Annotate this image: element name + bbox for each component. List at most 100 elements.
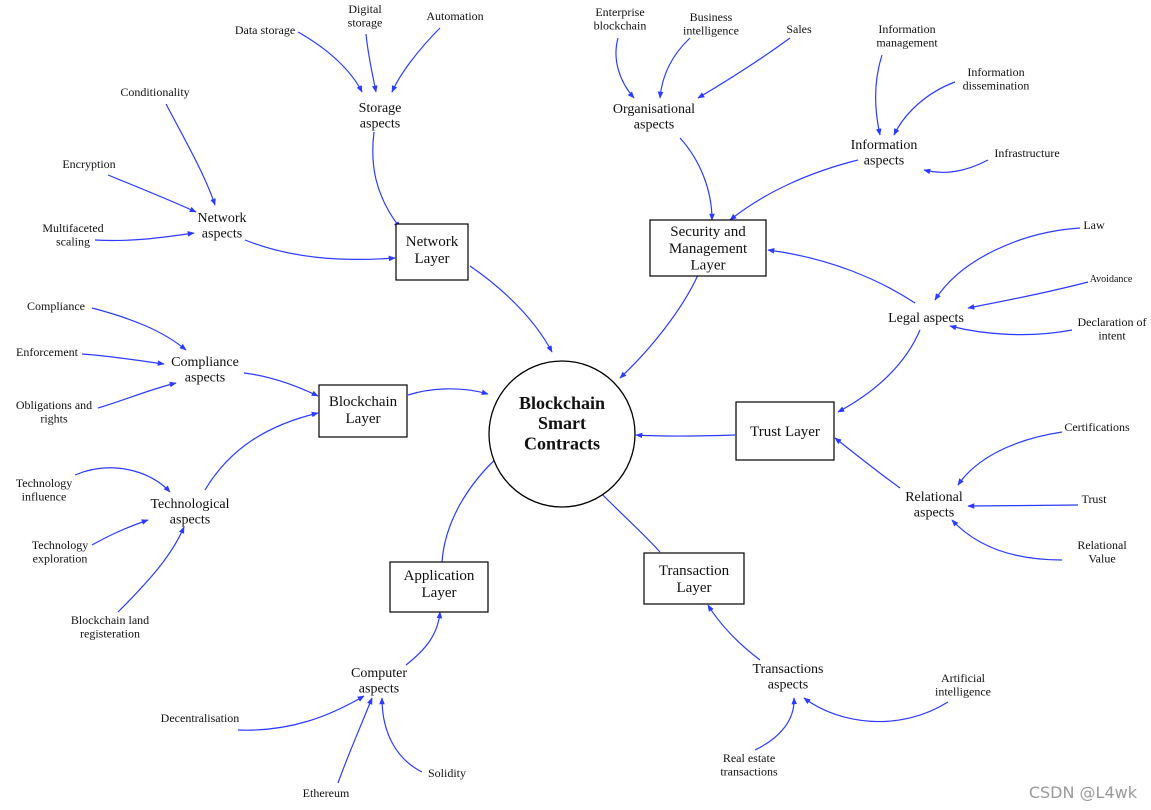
edge-avoidance xyxy=(967,281,1089,310)
edge-tech-influence xyxy=(74,467,171,493)
edge-network-layer-to-center xyxy=(469,265,553,353)
edge-transactions-to-layer xyxy=(707,604,761,661)
layer-trust-box xyxy=(735,401,835,461)
layer-network-box xyxy=(395,223,469,281)
edge-trust-leaf xyxy=(967,503,1079,509)
layer-security-box xyxy=(649,219,767,277)
edge-legal-to-trust xyxy=(837,329,921,413)
leaf-decentralisation: Decentralisation xyxy=(161,711,240,725)
edge-land xyxy=(117,526,185,613)
edge-conditionality xyxy=(165,103,216,206)
edge-bi xyxy=(657,37,691,99)
leaf-solidity: Solidity xyxy=(428,766,466,780)
leaf-automation: Automation xyxy=(426,9,483,23)
edge-relational-value xyxy=(951,519,1063,561)
edge-law xyxy=(934,227,1081,301)
edge-compliance-leaf xyxy=(91,307,187,351)
edge-infrastructure xyxy=(923,159,989,175)
leaf-trust: Trust xyxy=(1082,492,1108,506)
edge-declaration xyxy=(949,324,1073,336)
edge-application-to-center xyxy=(441,454,501,563)
edge-sales xyxy=(697,37,791,99)
edge-security-to-center xyxy=(619,274,699,379)
leaf-ethereum: Ethereum xyxy=(303,786,350,800)
edge-multifaceted xyxy=(94,231,195,242)
edge-automation xyxy=(391,27,441,93)
leaf-conditionality: Conditionality xyxy=(120,85,189,99)
edge-encryption xyxy=(107,174,197,213)
edge-decentralisation xyxy=(237,695,365,731)
edge-information-to-security xyxy=(729,159,859,221)
aspect-legal: Legal aspects xyxy=(888,311,964,326)
watermark: CSDN @L4wk xyxy=(1028,783,1137,802)
edge-blockchain-to-center xyxy=(407,388,489,396)
edge-network-aspects-to-layer xyxy=(244,239,396,262)
layer-application-box xyxy=(389,561,489,613)
edge-solidity xyxy=(379,697,423,773)
edge-relational-to-trust xyxy=(834,437,901,489)
leaf-enforcement: Enforcement xyxy=(16,345,79,359)
edge-ai xyxy=(803,697,949,723)
edge-tech-exploration xyxy=(91,519,149,546)
leaf-avoidance: Avoidance xyxy=(1090,274,1133,285)
edge-real-estate xyxy=(754,697,798,751)
edge-legal-to-security xyxy=(767,248,916,304)
edge-certifications xyxy=(957,431,1063,486)
edge-compliance-to-blockchain xyxy=(243,372,319,397)
edge-organisational-to-security xyxy=(679,137,715,221)
edge-transaction-to-center xyxy=(595,487,661,553)
edge-ethereum xyxy=(337,697,373,784)
leaf-certifications: Certifications xyxy=(1064,420,1130,434)
edge-enforcement xyxy=(81,353,165,366)
edge-info-diss xyxy=(893,81,956,136)
edge-computer-to-application xyxy=(405,611,443,666)
edge-digital-storage xyxy=(365,33,378,93)
edge-data-storage xyxy=(297,31,363,93)
leaf-sales: Sales xyxy=(786,22,812,36)
edge-technological-to-blockchain xyxy=(204,411,319,491)
layer-trust-label: Trust Layer xyxy=(750,424,820,440)
edge-storage-to-network-layer xyxy=(372,131,401,229)
edge-obligations xyxy=(97,381,177,409)
layer-transaction-box xyxy=(643,552,745,605)
leaf-compliance: Compliance xyxy=(27,299,85,313)
edge-enterprise xyxy=(615,37,635,99)
edge-trust-to-center xyxy=(635,432,736,439)
connector-edges xyxy=(74,27,1089,784)
layer-trust: Trust Layer xyxy=(735,401,835,461)
layer-blockchain-box xyxy=(318,384,408,438)
leaf-encryption: Encryption xyxy=(62,157,115,171)
